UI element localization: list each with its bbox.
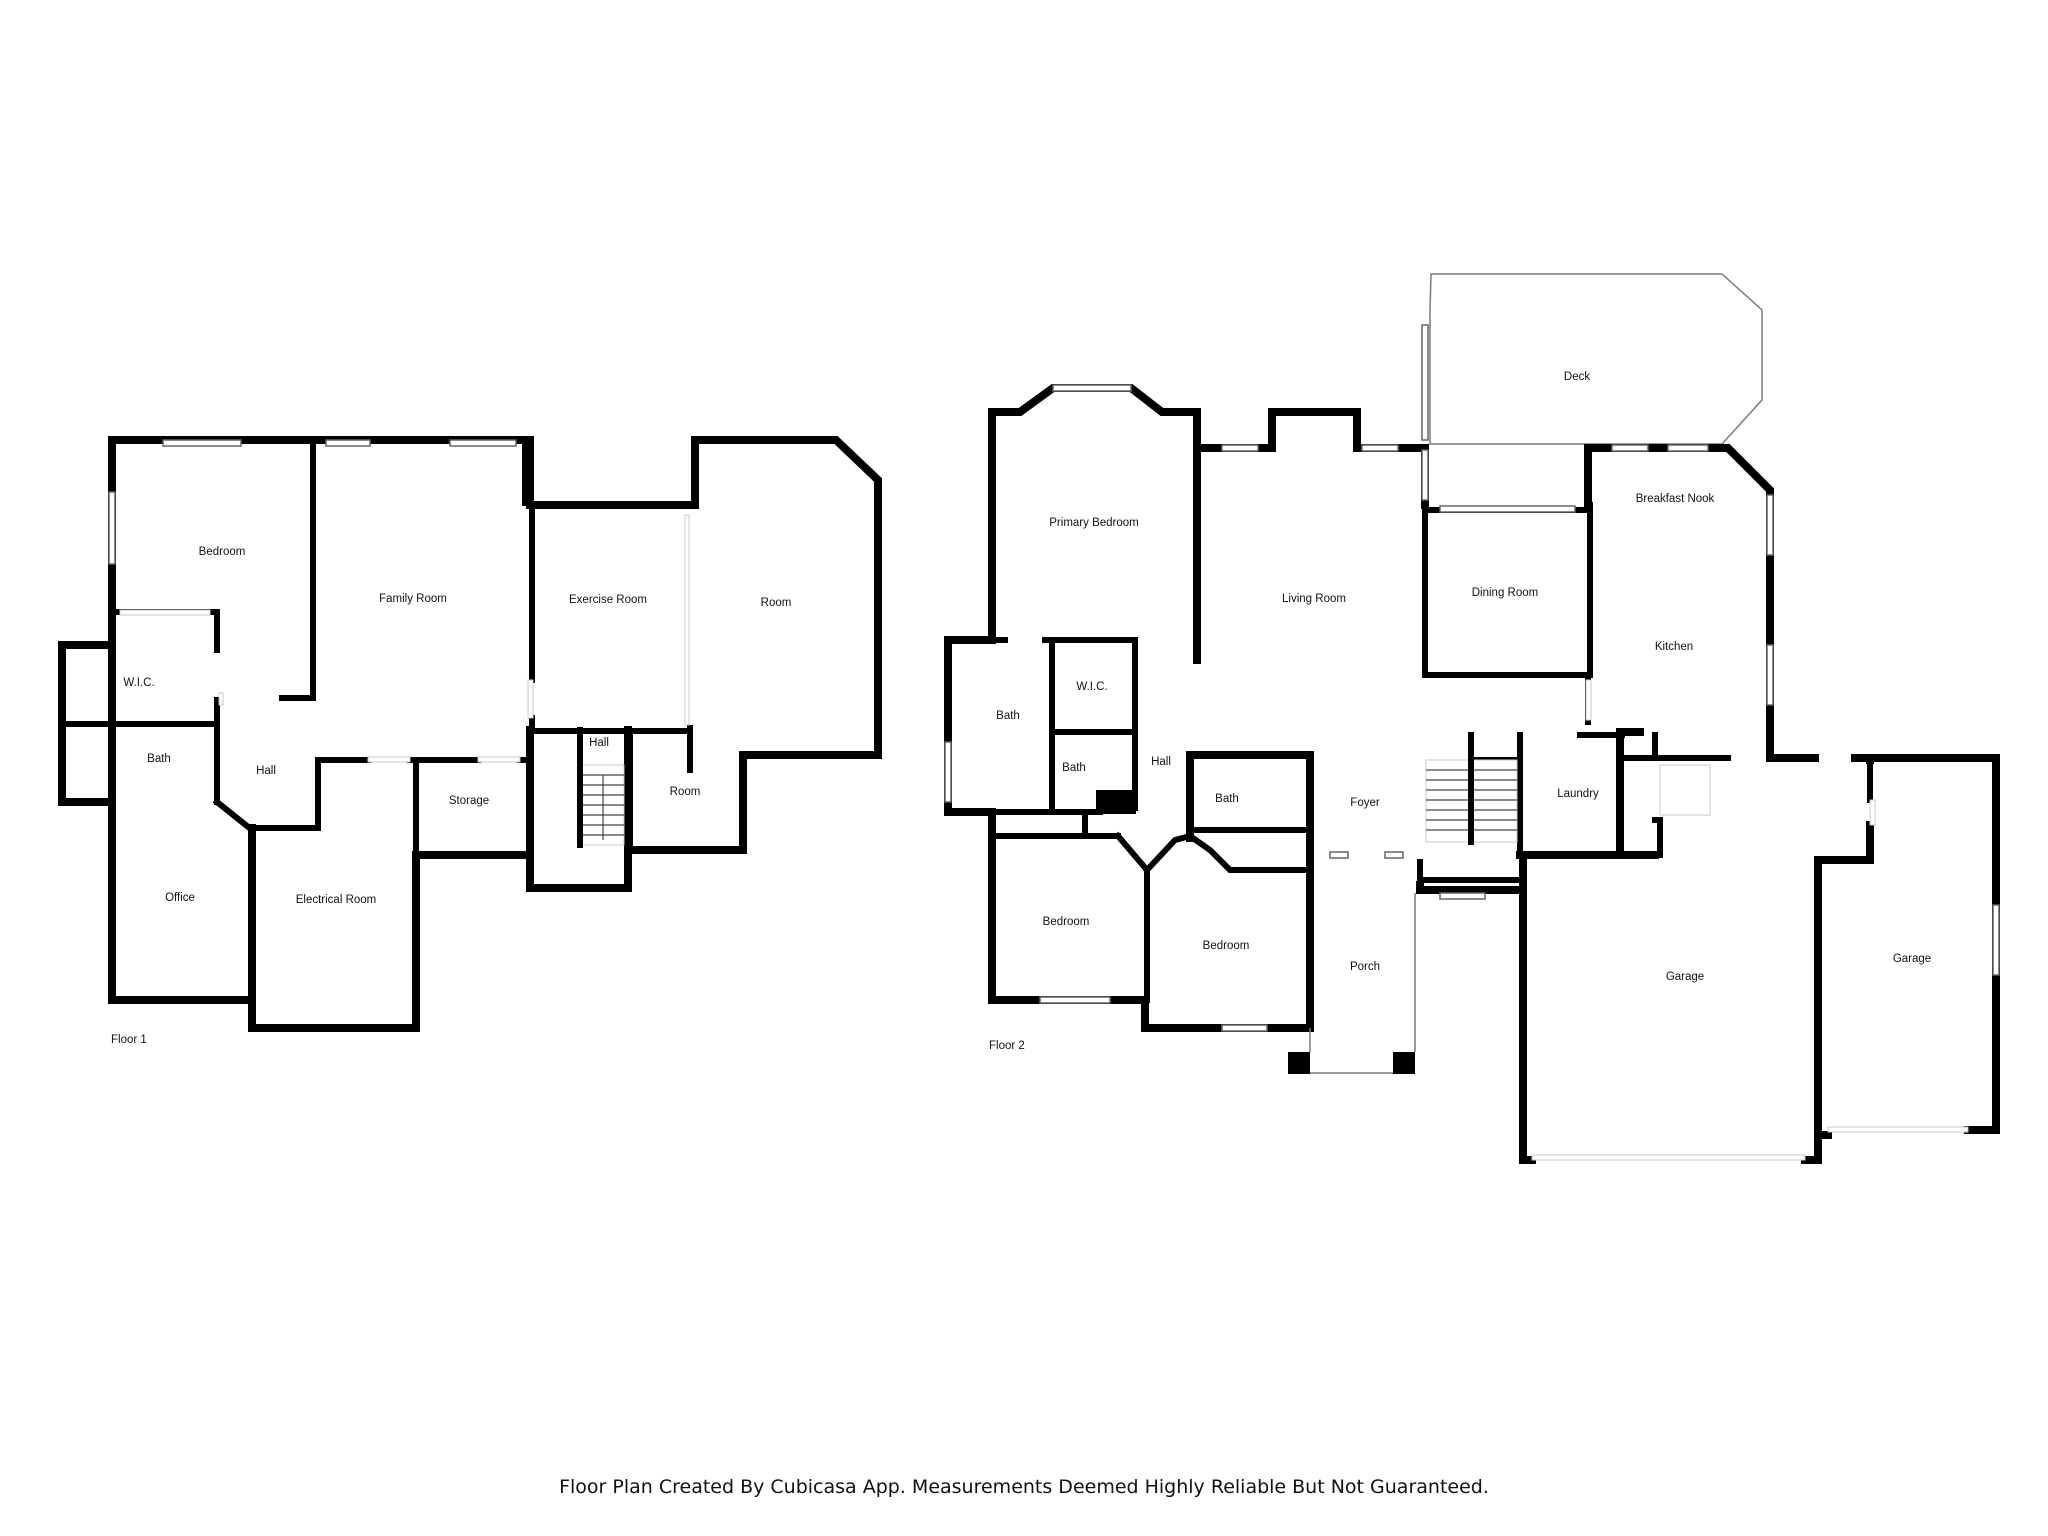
room-label: Kitchen <box>1655 641 1693 653</box>
floor-2-plan: Deck Breakfast Nook Primary Bedroom Livi… <box>944 273 2000 1164</box>
room-label: Deck <box>1564 371 1590 383</box>
room-label: Garage <box>1893 953 1931 965</box>
room-label: Electrical Room <box>296 894 377 906</box>
room-label: Office <box>165 892 195 904</box>
room-label: Hall <box>256 765 276 777</box>
room-label: Bath <box>147 753 171 765</box>
room-label: W.I.C. <box>1076 681 1107 693</box>
deck-outline <box>1429 273 1763 445</box>
room-label: Laundry <box>1557 788 1599 800</box>
room-label: Bedroom <box>1203 940 1250 952</box>
room-label: Exercise Room <box>569 594 647 606</box>
room-label: Hall <box>589 737 609 749</box>
room-label: Room <box>761 597 792 609</box>
room-label: Room <box>670 786 701 798</box>
room-label: Bath <box>1062 762 1086 774</box>
room-label: Family Room <box>379 593 447 605</box>
disclaimer-footer: Floor Plan Created By Cubicasa App. Meas… <box>559 1476 1489 1498</box>
floor-1-label: Floor 1 <box>111 1034 147 1046</box>
room-label: Garage <box>1666 971 1704 983</box>
room-label: Hall <box>1151 756 1171 768</box>
floor-2-walls <box>944 384 2000 1164</box>
room-label: Bedroom <box>1043 916 1090 928</box>
room-label: Dining Room <box>1472 587 1538 599</box>
room-label: Living Room <box>1282 593 1346 605</box>
room-label: Storage <box>449 795 489 807</box>
room-label: Breakfast Nook <box>1636 493 1715 505</box>
floor-1-stairs <box>577 727 625 848</box>
room-label: Bath <box>996 710 1020 722</box>
floor-1-plan: Bedroom Family Room Exercise Room Room W… <box>58 436 882 1046</box>
floor-1-windows <box>108 439 690 763</box>
room-label: Bedroom <box>199 546 246 558</box>
floor-1-walls <box>58 436 882 1032</box>
room-label: Primary Bedroom <box>1049 517 1138 529</box>
floor-2-stairs <box>1425 759 1518 845</box>
room-label: Bath <box>1215 793 1239 805</box>
floor-2-windows <box>944 324 2000 1161</box>
floor-2-label: Floor 2 <box>989 1040 1025 1052</box>
room-label: Porch <box>1350 961 1380 973</box>
room-label: Foyer <box>1350 797 1380 809</box>
room-label: W.I.C. <box>123 677 154 689</box>
